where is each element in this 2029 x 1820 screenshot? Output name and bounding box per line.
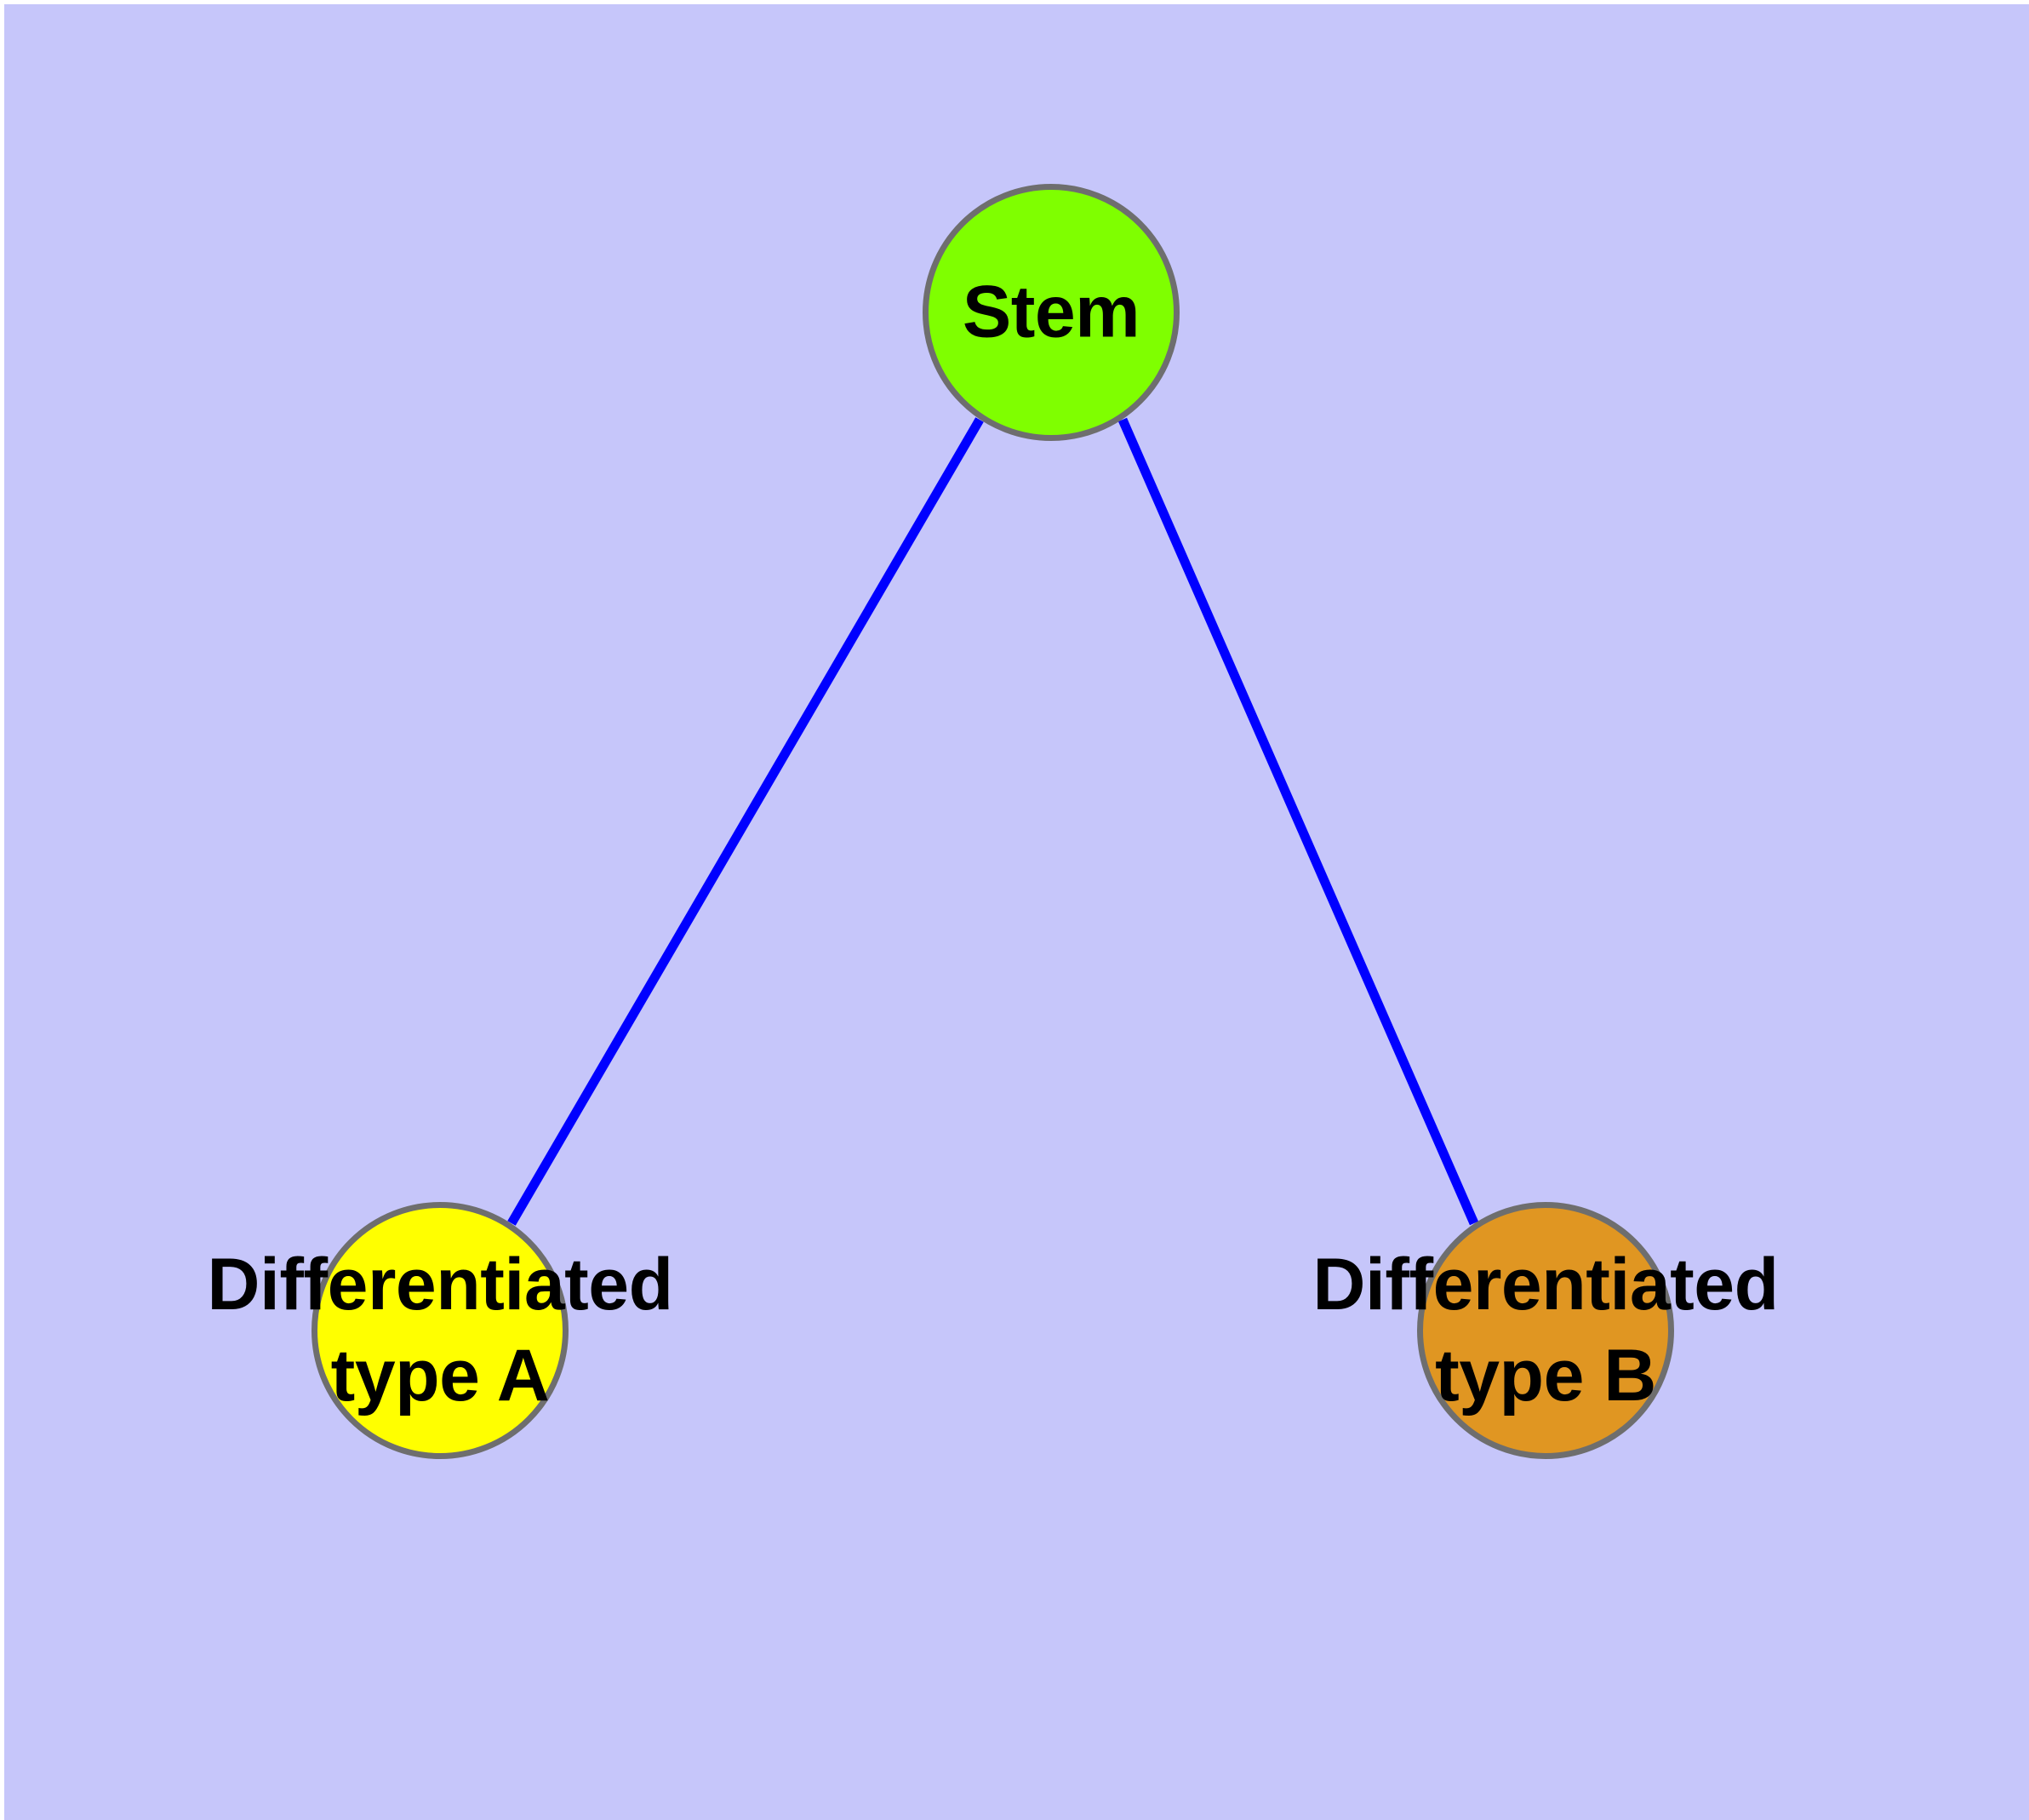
edge-stem-to-differentiated-a: [507, 417, 984, 1226]
edge-layer: [507, 417, 1479, 1226]
diagram-plot-area: Stem Differentiated type A Differentiate…: [4, 4, 2029, 1820]
node-layer: Stem Differentiated type A Differentiate…: [4, 4, 2029, 1820]
node-stem[interactable]: [923, 184, 1180, 441]
edge-stem-to-differentiated-b: [1117, 417, 1479, 1226]
node-differentiated-type-b[interactable]: [1417, 1202, 1674, 1459]
node-differentiated-type-a[interactable]: [311, 1202, 569, 1459]
